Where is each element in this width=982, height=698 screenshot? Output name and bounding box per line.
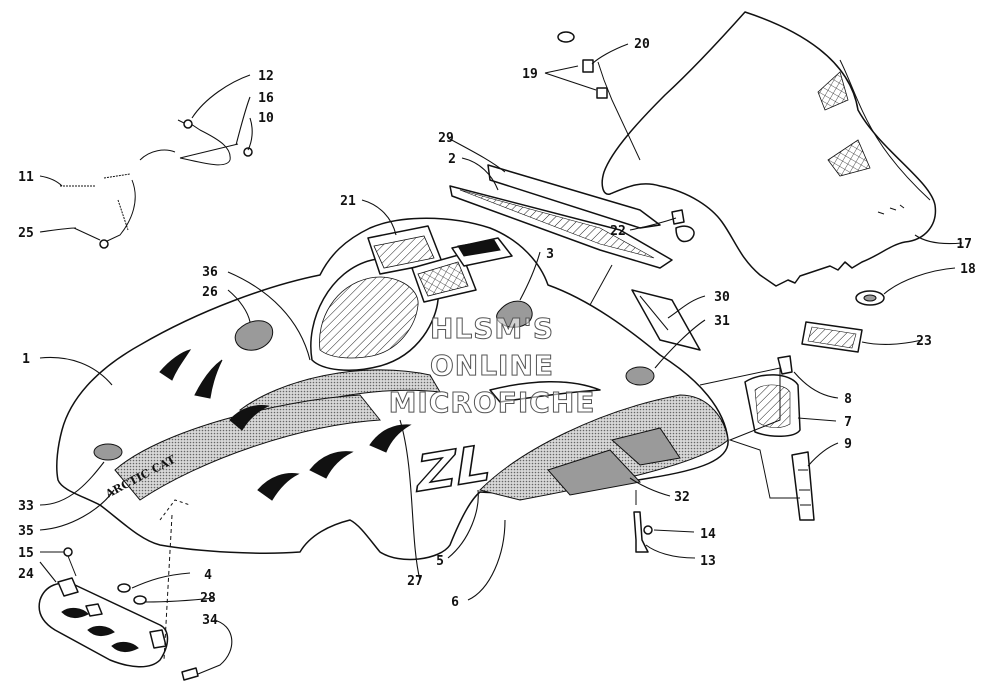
callout-7: 7 xyxy=(844,415,852,430)
windshield xyxy=(601,11,937,287)
front-bumper xyxy=(38,514,199,681)
callout-3: 3 xyxy=(546,247,554,262)
callout-30: 30 xyxy=(714,290,730,305)
callout-18: 18 xyxy=(960,262,976,277)
watermark-line-2: ONLINE xyxy=(430,349,554,382)
callout-27: 27 xyxy=(407,574,423,589)
callout-1: 1 xyxy=(22,352,30,367)
callout-5: 5 xyxy=(436,554,444,569)
callout-10: 10 xyxy=(258,111,274,126)
callout-26: 26 xyxy=(202,285,218,300)
hood-cable-assembly xyxy=(60,119,253,249)
windshield-bolt xyxy=(557,31,695,243)
windshield-grommet xyxy=(855,290,885,306)
callout-23: 23 xyxy=(916,334,932,349)
callout-2: 2 xyxy=(448,152,456,167)
callout-33: 33 xyxy=(18,499,34,514)
callout-15: 15 xyxy=(18,546,34,561)
callout-24: 24 xyxy=(18,567,34,582)
callout-31: 31 xyxy=(714,314,730,329)
watermark-line-3: MICROFICHE xyxy=(389,386,596,419)
callout-28: 28 xyxy=(200,591,216,606)
leader-lines xyxy=(39,43,963,675)
callout-4: 4 xyxy=(204,568,212,583)
callout-16: 16 xyxy=(258,91,274,106)
callout-35: 35 xyxy=(18,524,34,539)
callout-19: 19 xyxy=(522,67,538,82)
hood xyxy=(56,217,729,561)
callout-17: 17 xyxy=(956,237,972,252)
model-decal-text: ZL xyxy=(412,432,495,505)
ref-lines xyxy=(699,367,800,499)
access-door xyxy=(744,355,815,521)
callout-21: 21 xyxy=(340,194,356,209)
callout-14: 14 xyxy=(700,527,716,542)
callout-20: 20 xyxy=(634,37,650,52)
callout-25: 25 xyxy=(18,226,34,241)
callout-labels: 1 2 3 4 5 6 7 8 9 10 11 12 13 14 15 16 1… xyxy=(18,37,976,628)
reflector-23 xyxy=(801,321,863,353)
callout-13: 13 xyxy=(700,554,716,569)
side-decal-30 xyxy=(631,289,701,351)
callout-6: 6 xyxy=(451,595,459,610)
callout-9: 9 xyxy=(844,437,852,452)
ref-line-2 xyxy=(589,264,613,306)
callout-8: 8 xyxy=(844,392,852,407)
bracket-13 xyxy=(633,490,653,553)
callout-12: 12 xyxy=(258,69,274,84)
callout-29: 29 xyxy=(438,131,454,146)
watermark: HLSM'S ONLINE MICROFICHE xyxy=(388,312,596,420)
top-stripe-decals xyxy=(449,164,673,269)
callout-32: 32 xyxy=(674,490,690,505)
watermark-line-1: HLSM'S xyxy=(430,312,554,345)
callout-34: 34 xyxy=(202,613,218,628)
callout-11: 11 xyxy=(18,170,34,185)
callout-22: 22 xyxy=(610,224,626,239)
callout-36: 36 xyxy=(202,265,218,280)
